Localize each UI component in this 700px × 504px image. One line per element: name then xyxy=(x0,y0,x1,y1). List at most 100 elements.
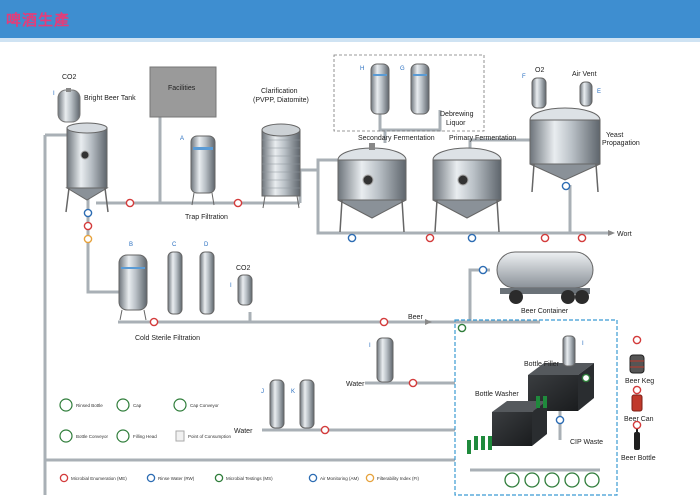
legend-am: Air Monitoring (AM) xyxy=(320,476,359,481)
legend-me-swatch xyxy=(59,473,69,483)
letter-b: B xyxy=(129,242,133,248)
legend-rw: Rinse Water (RW) xyxy=(158,476,195,481)
cold-sterile-filtration-label: Cold Sterile Filtration xyxy=(135,335,200,342)
debrewing-filter-h xyxy=(370,63,390,115)
marker-rw xyxy=(478,265,488,275)
primary-fermentation-label: Primary Fermentation xyxy=(449,135,516,142)
facilities-box xyxy=(149,66,217,118)
yeast-label: Yeast xyxy=(606,132,623,139)
legend-am-swatch xyxy=(308,473,318,483)
bottle-conveyor-icon xyxy=(59,429,73,443)
beer-container-truck xyxy=(496,251,594,304)
beer-bottle-label: Beer Bottle xyxy=(621,455,656,462)
letter-g: G xyxy=(400,66,405,72)
water-label-2: Water xyxy=(234,428,253,435)
legend-sampling xyxy=(59,473,375,483)
yeast-propagation-tank xyxy=(529,107,601,193)
legend-fi: Filterability Index (FI) xyxy=(377,476,420,481)
marker-me xyxy=(632,335,642,345)
letter-h: H xyxy=(360,66,364,72)
water-label-1: Water xyxy=(346,381,365,388)
debrewing-label: Debrewing xyxy=(440,111,474,118)
secondary-fermentation-label: Secondary Fermentation xyxy=(358,135,435,142)
letter-c: C xyxy=(172,242,177,248)
filling-head-icon xyxy=(116,429,130,443)
water-filter-k xyxy=(299,379,315,429)
legend-ms-swatch xyxy=(214,473,224,483)
beer-can-icon xyxy=(631,394,643,412)
legend-ms: Microbial Testings (MS) xyxy=(226,476,273,481)
air-vent-filter-e xyxy=(579,81,593,107)
marker-me xyxy=(540,233,550,243)
air-vent-label: Air Vent xyxy=(572,71,597,78)
pipe-to-secondary xyxy=(316,158,340,233)
beer-container-label: Beer Container xyxy=(521,308,569,315)
co2-filter-mid xyxy=(237,274,253,306)
marker-ms xyxy=(457,323,467,333)
liquor-label: Liquor xyxy=(446,120,466,127)
trap-filter-a xyxy=(190,135,216,206)
bottle-washer-label: Bottle Washer xyxy=(475,391,519,398)
legend-rinsed-bottle: Rinsed Bottle xyxy=(76,403,103,408)
wort-arrow xyxy=(608,230,615,236)
beer-arrow xyxy=(425,319,432,325)
bright-beer-tank-label: Bright Beer Tank xyxy=(84,95,136,102)
bottle-washer-machine xyxy=(492,401,547,446)
legend-cap-conveyor: Cap Conveyor xyxy=(190,403,219,408)
marker-me xyxy=(425,233,435,243)
marker-me xyxy=(320,425,330,435)
cold-sterile-filter-b xyxy=(118,254,148,321)
header-divider xyxy=(0,38,700,42)
cap-conveyor-icon xyxy=(173,398,187,412)
clarification-label: Clarification xyxy=(261,88,298,95)
marker-me xyxy=(125,198,135,208)
bottle-filler-label: Bottle Filler xyxy=(524,361,560,368)
o2-filter-f xyxy=(531,77,547,109)
pipe-cold-out xyxy=(118,312,252,324)
header-bar: 啤酒生產 xyxy=(0,0,700,38)
wort-label: Wort xyxy=(617,231,632,238)
page-title: 啤酒生產 xyxy=(6,11,71,29)
marker-me xyxy=(632,420,642,430)
beer-can-label: Beer Can xyxy=(624,416,654,423)
marker-rw xyxy=(467,233,477,243)
letter-k: K xyxy=(291,389,295,395)
marker-rw xyxy=(555,415,565,425)
debrewing-filter-g xyxy=(410,63,430,115)
legend-cap: Cap xyxy=(133,403,142,408)
legend-filling-head: Filling Head xyxy=(133,434,157,439)
cold-sterile-filter-c xyxy=(167,251,183,315)
letter-i-1: I xyxy=(53,91,55,97)
marker-me xyxy=(233,198,243,208)
point-of-consumption-icon xyxy=(175,430,185,442)
letter-e: E xyxy=(597,89,601,95)
cap-icon xyxy=(116,398,130,412)
legend-point-of-consumption: Point of Consumption xyxy=(188,434,232,439)
marker-me xyxy=(577,233,587,243)
letter-i-2: I xyxy=(230,283,232,289)
marker-ms xyxy=(581,373,591,383)
beer-bottle-icon xyxy=(634,426,640,450)
letter-j: J xyxy=(261,389,264,395)
propagation-label: Propagation xyxy=(602,140,640,147)
cip-waste-label: CIP Waste xyxy=(570,439,603,446)
marker-me xyxy=(408,378,418,388)
marker-rw xyxy=(561,181,571,191)
letter-d: D xyxy=(204,242,209,248)
clarification-sub-label: (PVPP, Diatomite) xyxy=(253,97,309,104)
bottle-filler-machine xyxy=(528,335,594,411)
legend-me: Microbial Enumeration (ME) xyxy=(71,476,127,481)
sampling-markers xyxy=(83,181,642,435)
marker-me xyxy=(149,317,159,327)
debrewing-liquor-box xyxy=(333,54,485,132)
bottles-row xyxy=(467,396,547,454)
co2-label-mid: CO2 xyxy=(236,265,251,272)
facilities-label: Facilities xyxy=(168,85,196,92)
marker-rw xyxy=(347,233,357,243)
letter-a: A xyxy=(180,136,184,142)
beer-keg-icon xyxy=(629,354,645,374)
clarification-tank xyxy=(261,123,301,209)
marker-me xyxy=(83,221,93,231)
